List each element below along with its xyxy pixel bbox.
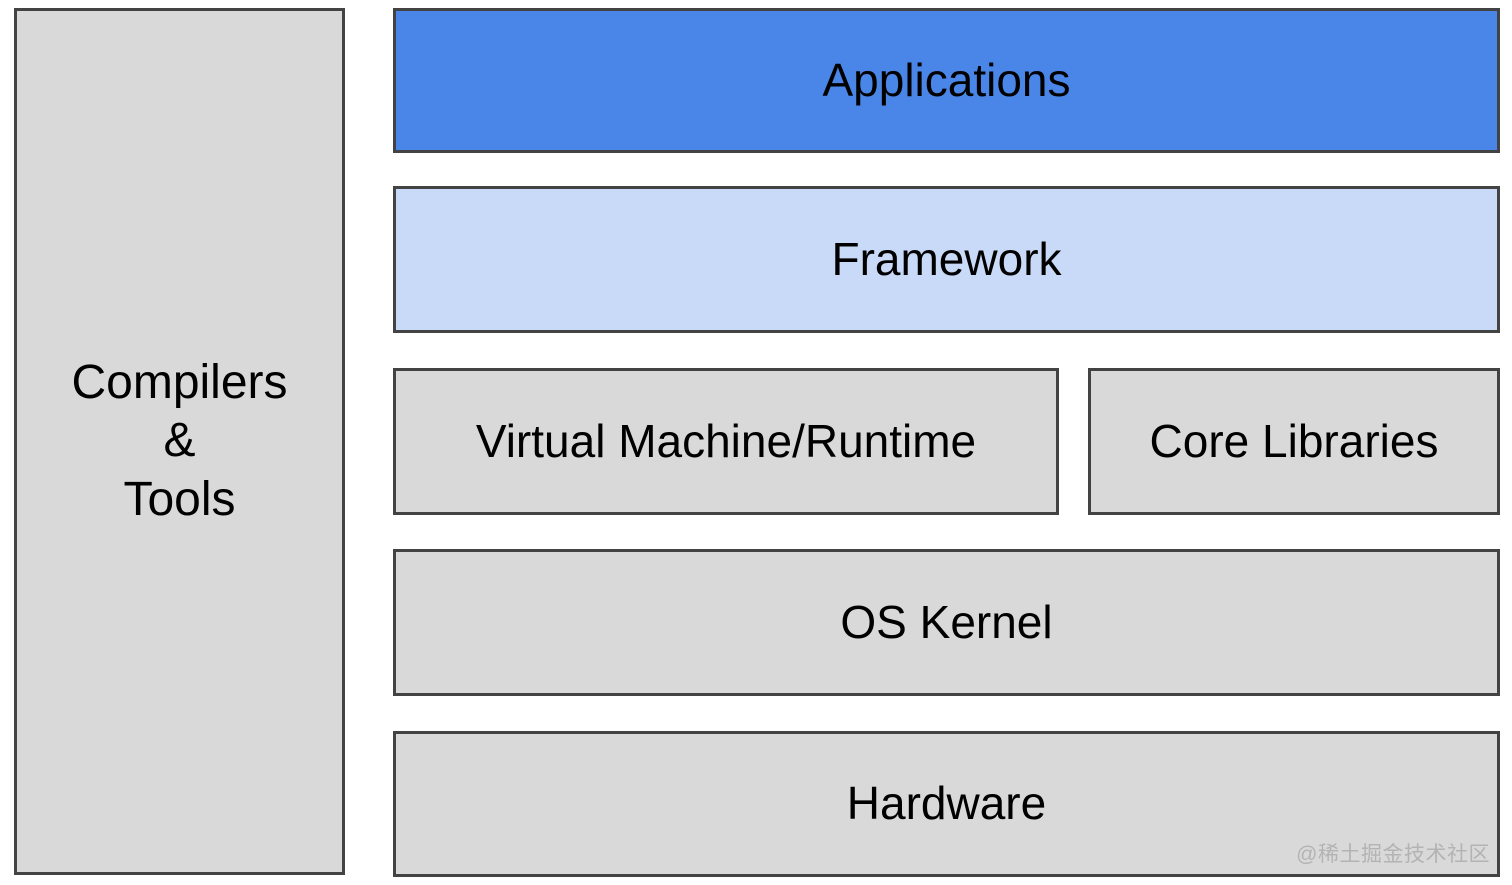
compilers-tools-line-1: Compilers: [71, 355, 288, 409]
box-applications: Applications: [393, 8, 1500, 153]
compilers-tools-line-2: &: [163, 414, 196, 468]
box-core-libraries: Core Libraries: [1088, 368, 1500, 515]
box-virtual-machine-runtime: Virtual Machine/Runtime: [393, 368, 1059, 515]
os-kernel-label: OS Kernel: [840, 595, 1053, 648]
core-libraries-label: Core Libraries: [1149, 414, 1439, 467]
box-hardware: Hardware: [393, 731, 1500, 877]
framework-label: Framework: [831, 232, 1062, 285]
box-os-kernel: OS Kernel: [393, 549, 1500, 696]
compilers-tools-line-3: Tools: [123, 472, 236, 526]
watermark-text: @稀土掘金技术社区: [1296, 843, 1490, 866]
compilers-tools-label: Compilers & Tools: [71, 354, 287, 530]
applications-label: Applications: [822, 53, 1071, 106]
virtual-machine-runtime-label: Virtual Machine/Runtime: [475, 414, 977, 467]
box-compilers-tools: Compilers & Tools: [14, 8, 345, 875]
box-framework: Framework: [393, 186, 1500, 333]
hardware-label: Hardware: [846, 777, 1047, 830]
